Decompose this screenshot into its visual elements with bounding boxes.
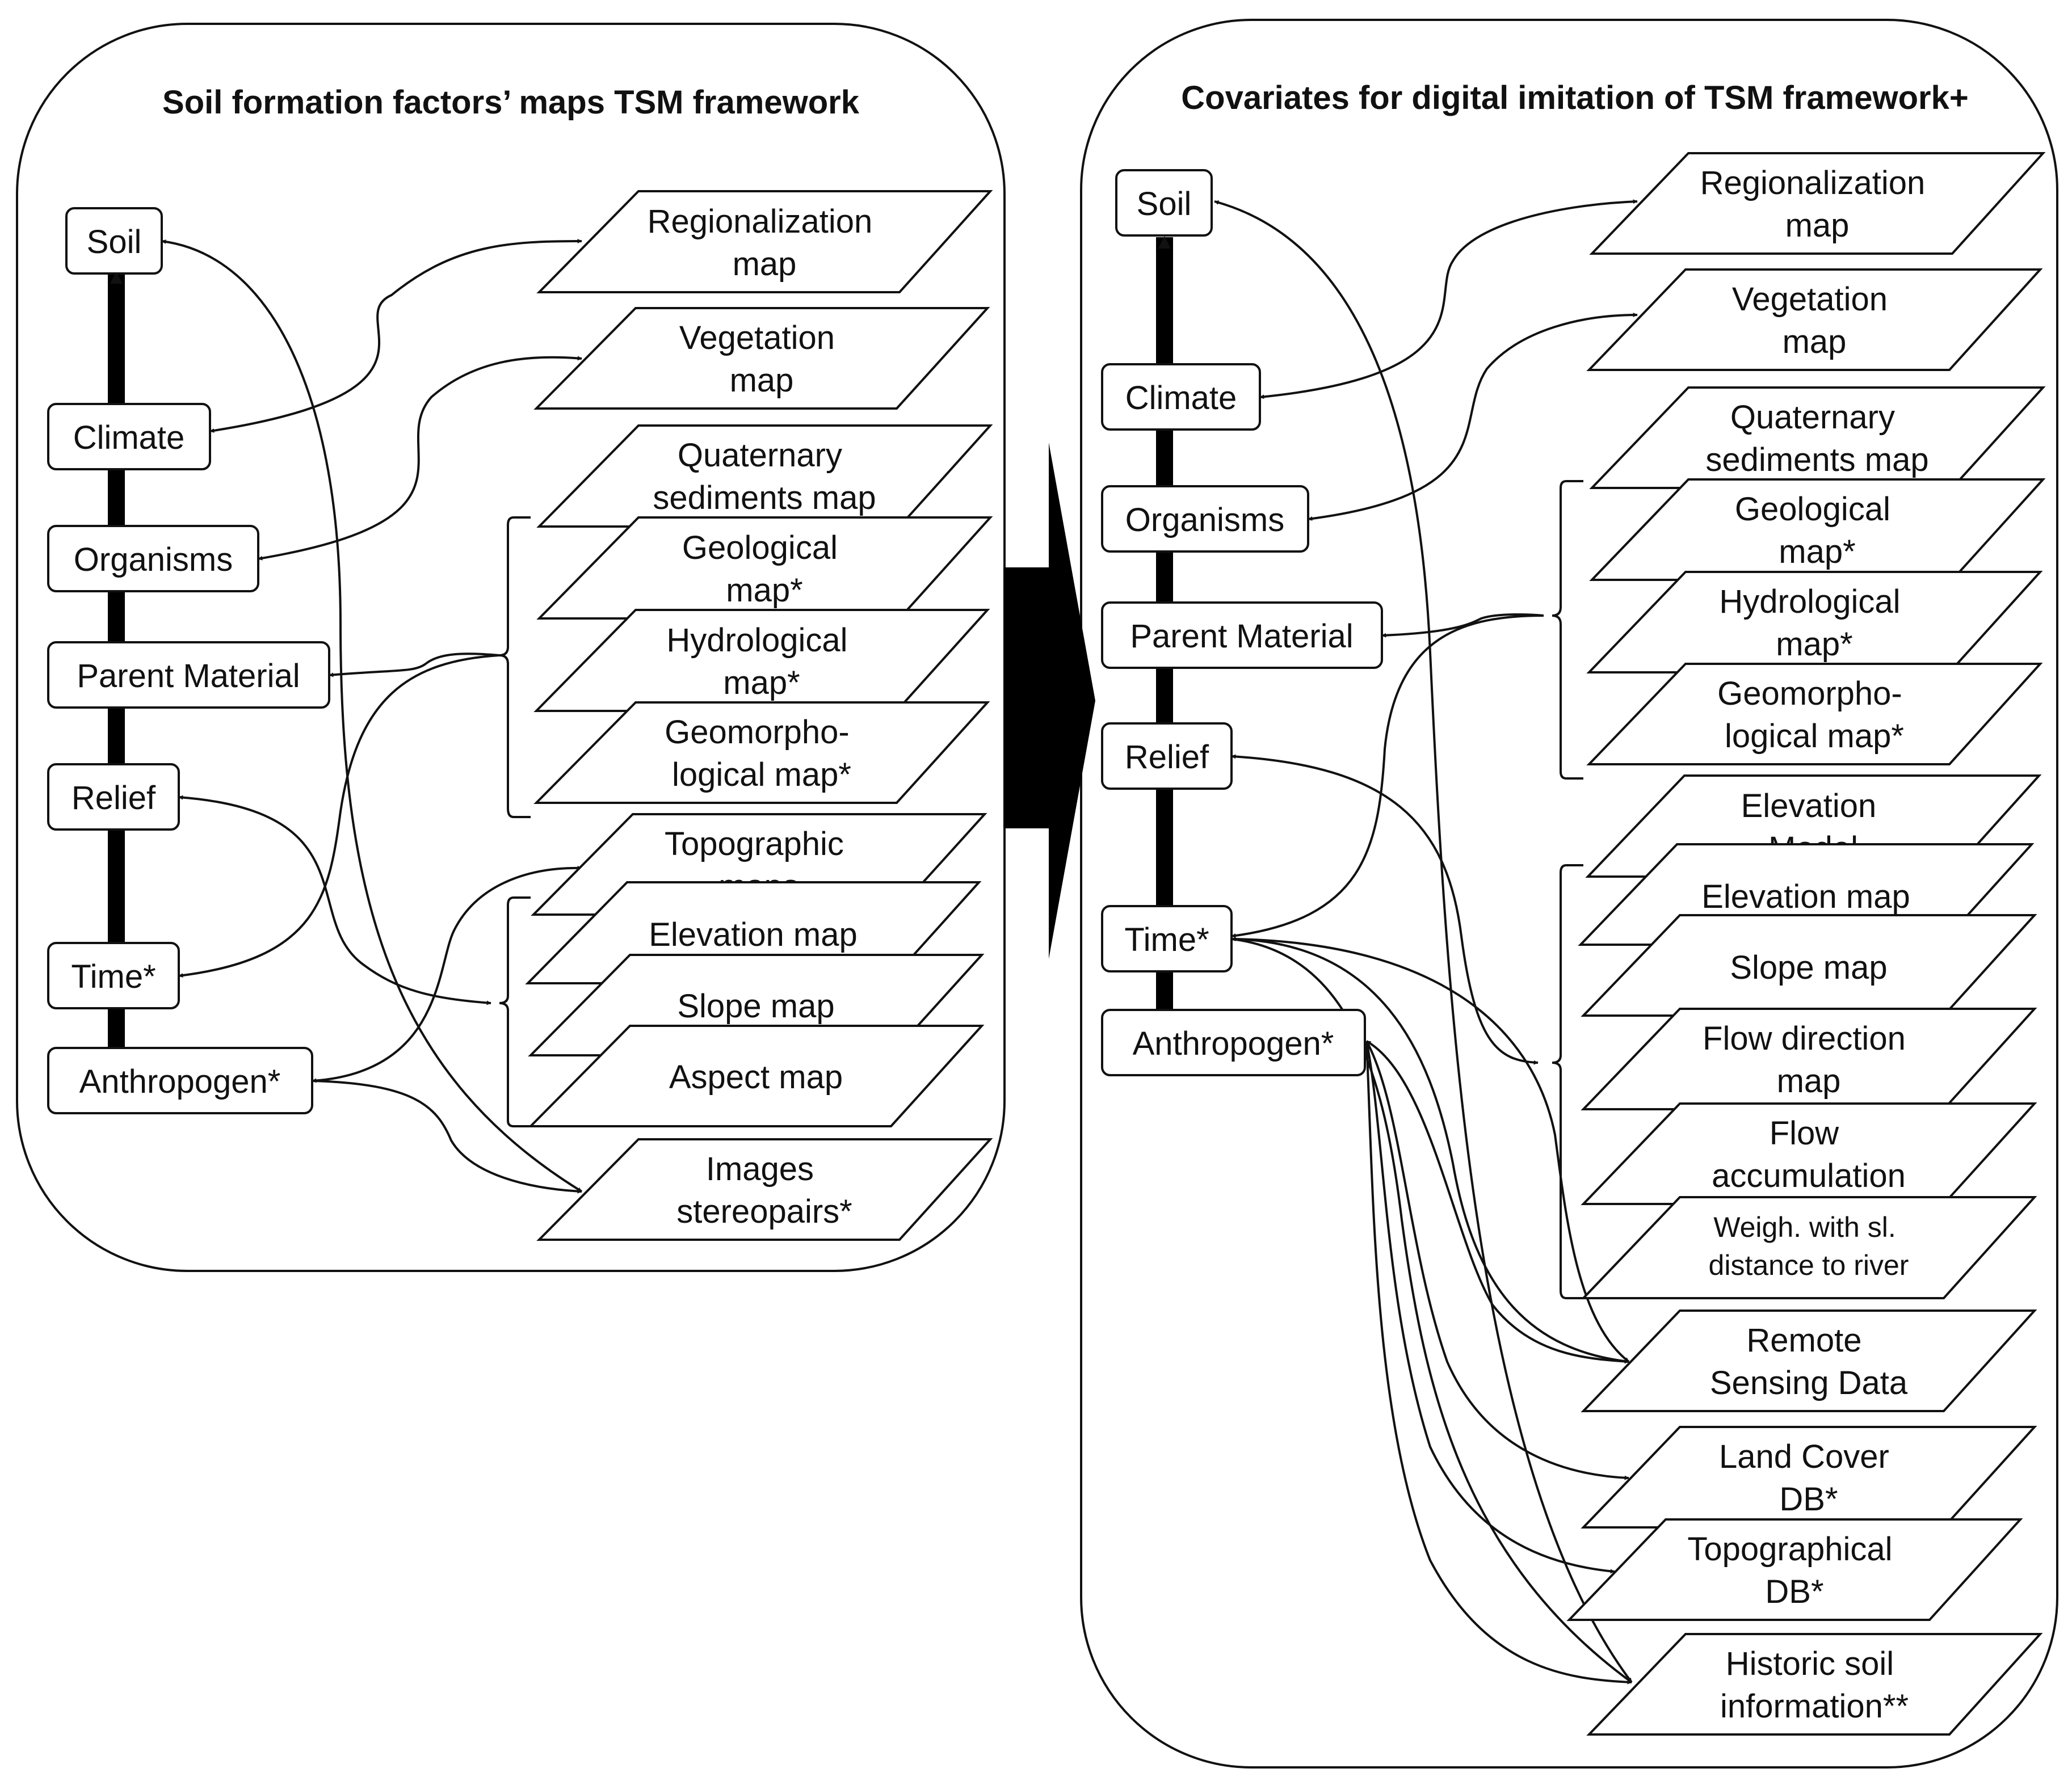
left-map-images: Images stereopairs* <box>536 1138 993 1241</box>
left-brace-parent-material <box>499 516 531 818</box>
svg-text:Regionalization map: Regionalization map <box>648 203 882 283</box>
right-factor-parent-material: Parent Material <box>1101 601 1383 669</box>
left-map-hydrological: Hydrological map* <box>533 609 990 712</box>
svg-text:Land Cover DB*: Land Cover DB* <box>1719 1438 1898 1518</box>
left-map-aspect: Aspect map <box>528 1025 985 1127</box>
svg-text:Geological map*: Geological map* <box>1735 491 1899 570</box>
right-map-slope: Slope map <box>1581 914 2037 1017</box>
svg-text:Regionalization map: Regionalization map <box>1700 165 1935 244</box>
svg-text:Relief: Relief <box>1125 739 1209 776</box>
left-factor-relief: Relief <box>47 763 180 831</box>
left-factor-parent-material: Parent Material <box>47 641 330 709</box>
left-map-geomorphological: Geomorpho- logical map* <box>533 701 990 804</box>
svg-text:Vegetation map: Vegetation map <box>1732 281 1897 360</box>
right-map-flow-direction: Flow direction map <box>1581 1008 2037 1110</box>
right-factor-soil: Soil <box>1115 169 1213 237</box>
svg-text:Time*: Time* <box>71 958 155 995</box>
left-connectors <box>161 239 583 1194</box>
right-map-topographical-db: Topographical DB* <box>1566 1518 2023 1621</box>
left-factor-time: Time* <box>47 942 180 1009</box>
right-map-vegetation: Vegetation map <box>1586 268 2043 371</box>
svg-text:Quaternary sediments map: Quaternary sediments map <box>1705 399 1928 478</box>
svg-text:Anthropogen*: Anthropogen* <box>79 1063 281 1100</box>
left-brace-relief <box>499 896 531 1127</box>
svg-text:Parent Material: Parent Material <box>1130 618 1353 655</box>
svg-text:Aspect map: Aspect map <box>669 1059 843 1096</box>
right-panel-title: Covariates for digital imitation of TSM … <box>1181 79 1968 116</box>
svg-text:Organisms: Organisms <box>1125 502 1284 538</box>
right-map-weighted-distance: Weigh. with sl. distance to river <box>1581 1196 2037 1299</box>
svg-text:Weigh. with sl. distance: Weigh. with sl. distance to river <box>1709 1211 1909 1281</box>
transition-arrow-icon <box>1003 443 1095 959</box>
svg-text:Elevation map: Elevation map <box>649 916 858 953</box>
right-factor-organisms: Organisms <box>1101 485 1309 553</box>
svg-text:Topographical DB*: Topographical DB* <box>1687 1531 1901 1610</box>
right-brace-relief <box>1552 864 1583 1299</box>
right-map-quaternary: Quaternary sediments map <box>1589 386 2046 489</box>
left-factor-soil: Soil <box>65 207 163 275</box>
svg-text:Hydrological map*: Hydrological map* <box>666 622 856 701</box>
svg-text:Anthropogen*: Anthropogen* <box>1133 1025 1334 1062</box>
right-map-flow-accumulation: Flow accumulation <box>1581 1102 2037 1205</box>
svg-text:Climate: Climate <box>1125 380 1237 416</box>
right-brace-parent-material <box>1552 480 1583 780</box>
left-map-quaternary: Quaternary sediments map <box>536 424 993 528</box>
right-factor-climate: Climate <box>1101 363 1261 431</box>
svg-text:Soil: Soil <box>87 224 142 260</box>
svg-text:Flow accumulation: Flow accumulation <box>1712 1115 1906 1194</box>
left-panel-title: Soil formation factors’ maps TSM framewo… <box>162 84 860 121</box>
svg-text:Relief: Relief <box>72 780 156 816</box>
left-factor-climate: Climate <box>47 403 211 470</box>
right-map-regionalization: Regionalization map <box>1589 152 2046 255</box>
right-panel-frame <box>1080 19 2058 1769</box>
right-map-remote-sensing: Remote Sensing Data <box>1581 1310 2037 1412</box>
left-map-vegetation: Vegetation map <box>533 307 990 410</box>
right-connectors <box>1214 199 1638 1685</box>
right-map-geomorphological: Geomorpho- logical map* <box>1586 663 2043 765</box>
svg-text:Flow direction map: Flow direction map <box>1703 1020 1915 1100</box>
right-map-historic-soil: Historic soil information** <box>1586 1633 2043 1736</box>
svg-text:Hydrological map*: Hydrological map* <box>1719 583 1909 663</box>
svg-text:Time*: Time* <box>1124 921 1209 958</box>
right-factor-relief: Relief <box>1101 722 1233 790</box>
svg-text:Parent Material: Parent Material <box>77 658 300 694</box>
right-map-geological: Geological map* <box>1589 478 2046 581</box>
svg-text:Geomorpho- logical map*: Geomorpho- logical map* <box>665 714 859 793</box>
svg-text:Vegetation map: Vegetation map <box>679 319 844 399</box>
svg-text:Geomorpho- logical map*: Geomorpho- logical map* <box>1717 675 1911 755</box>
right-map-land-cover: Land Cover DB* <box>1581 1426 2037 1529</box>
svg-text:Geological map*: Geological map* <box>682 529 847 609</box>
svg-text:Soil: Soil <box>1137 186 1192 222</box>
left-map-geological: Geological map* <box>536 516 993 620</box>
svg-text:Elevation map: Elevation map <box>1701 878 1910 915</box>
left-factor-anthropogen: Anthropogen* <box>47 1047 313 1114</box>
right-factor-anthropogen: Anthropogen* <box>1101 1009 1366 1076</box>
right-map-hydrological: Hydrological map* <box>1586 571 2043 673</box>
svg-text:Remote Sensing Data: Remote Sensing Data <box>1710 1322 1908 1401</box>
svg-text:Historic soil informatio: Historic soil information** <box>1720 1645 1909 1725</box>
left-map-regionalization: Regionalization map <box>536 190 993 293</box>
svg-text:Climate: Climate <box>73 419 185 456</box>
svg-text:Organisms: Organisms <box>74 541 233 578</box>
svg-text:Images stereopairs*: Images stereopairs* <box>676 1151 852 1230</box>
right-factor-time: Time* <box>1101 905 1233 972</box>
left-factor-organisms: Organisms <box>47 525 259 592</box>
svg-text:Slope map: Slope map <box>1730 949 1887 986</box>
svg-text:Quaternary sediments map: Quaternary sediments map <box>653 437 876 516</box>
svg-text:Slope map: Slope map <box>677 988 834 1025</box>
